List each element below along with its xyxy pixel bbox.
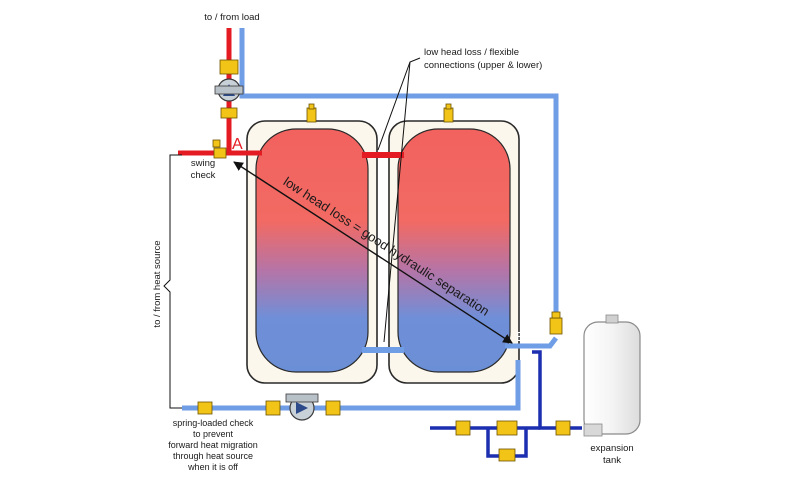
- label-spring-line-4: through heat source: [173, 451, 253, 461]
- heat-source-brace: [163, 154, 182, 409]
- label-to-from-load: to / from load: [204, 12, 259, 23]
- load-return-pipe: [239, 28, 559, 332]
- left-tank-water: [255, 128, 369, 373]
- swing-check-valve: [212, 139, 227, 159]
- label-spring-line-3: forward heat migration: [168, 440, 258, 450]
- right-tank-air-vent: [443, 103, 454, 123]
- load-circulator: [214, 59, 244, 119]
- label-spring-line-2: to prevent: [193, 429, 234, 439]
- flex-leader-lower: [383, 61, 411, 343]
- label-to-from-heat-source: to / from heat source: [152, 240, 163, 327]
- heat-source-circulator: [265, 393, 341, 421]
- expansion-tank: [583, 314, 641, 437]
- label-point-a: A: [232, 136, 243, 153]
- label-swing-line-1: swing: [191, 158, 215, 169]
- label-flex-line-2: connections (upper & lower): [424, 60, 542, 71]
- label-expansion-line-1: expansion: [590, 443, 633, 454]
- separation-arrow: [233, 161, 513, 344]
- air-separator: [549, 311, 563, 335]
- fill-valves: [455, 420, 571, 462]
- expansion-line-pipe: [532, 350, 582, 430]
- spring-check-valve: [197, 401, 213, 415]
- tank-outlet-pipe: [505, 336, 558, 349]
- label-swing-line-2: check: [191, 170, 216, 181]
- label-flex-line-1: low head loss / flexible: [424, 47, 519, 58]
- label-point-b: B: [516, 329, 525, 344]
- label-spring-line-5: when it is off: [187, 462, 238, 472]
- label-spring-line-1: spring-loaded check: [173, 418, 254, 428]
- right-tank-water: [397, 128, 511, 373]
- label-expansion-line-2: tank: [603, 455, 621, 466]
- left-tank-air-vent: [306, 103, 317, 123]
